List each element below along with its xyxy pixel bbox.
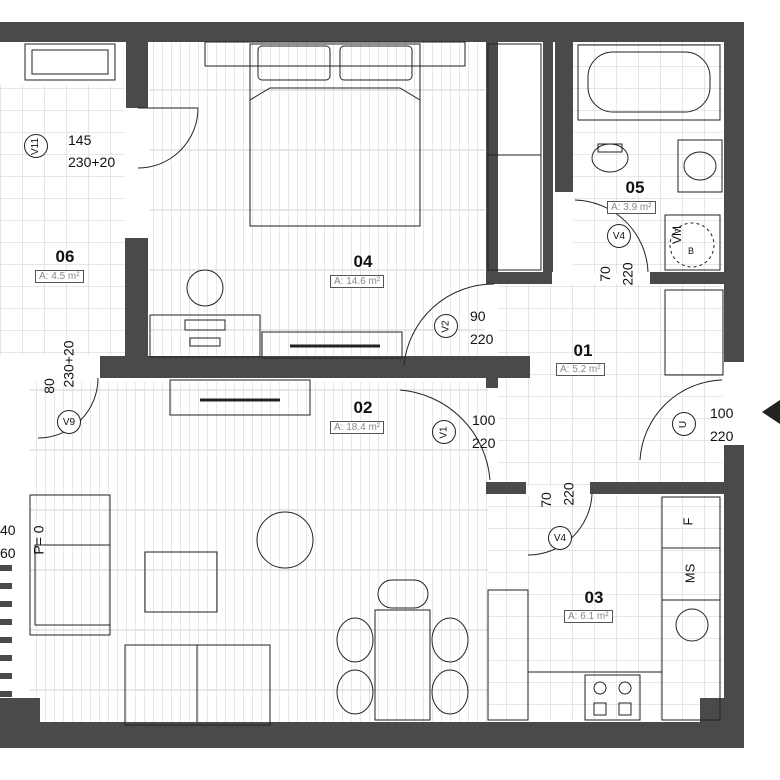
window-tag-v9: V9 (57, 410, 81, 434)
bed (204, 41, 466, 227)
dining-set (336, 579, 469, 721)
coffee-table (144, 551, 218, 613)
room-03-area: A: 6.1 m² (564, 610, 613, 623)
door-tag-v2: V2 (434, 314, 458, 338)
room-02-number: 02 (353, 398, 373, 417)
washing-machine (664, 214, 721, 271)
washing-machine-label: VM (670, 226, 684, 244)
door-v1-width: 100 (472, 412, 496, 428)
floor-02 (30, 382, 488, 722)
desk (149, 314, 261, 358)
kitchen-cabinets (661, 496, 721, 721)
kitchen-sink (675, 608, 709, 642)
door-v1-height: 220 (472, 435, 496, 451)
room-04-number: 04 (353, 252, 373, 271)
floor-04 (150, 42, 485, 362)
window-v9-height: 230+20 (60, 340, 77, 388)
walls (0, 22, 744, 748)
door-swing-u (639, 379, 723, 461)
door-v4-kitchen-width: 70 (537, 492, 554, 508)
dishwasher-label: MS (682, 563, 698, 584)
floor-06 (0, 85, 125, 355)
window-v11-width: 145 (68, 132, 92, 148)
door-v4-bath-height: 220 (619, 262, 636, 286)
door-tag-v4-kitchen: V4 (548, 526, 572, 550)
door-tag-v1: V1 (432, 420, 456, 444)
room-05-number: 05 (625, 178, 645, 197)
door-u-height: 220 (710, 428, 734, 444)
door-v2-height: 220 (470, 331, 494, 347)
door-tag-v4-bath: V4 (607, 224, 631, 248)
boiler-label: B (688, 246, 695, 256)
room-05-area: A: 3.9 m² (607, 201, 656, 214)
window-tag-v11: V11 (24, 134, 48, 158)
window-v11-height: 230+20 (68, 154, 116, 170)
door-swing-v4-bath (574, 199, 649, 273)
door-tag-u: U (672, 412, 696, 436)
door-swing-balcony (137, 107, 199, 169)
window-v9-width: 80 (40, 378, 57, 394)
door-swing-v1 (399, 389, 491, 481)
balcony-window (24, 43, 116, 81)
bath-sink (677, 139, 723, 193)
kitchen-counter (487, 589, 529, 721)
room-01-area: A: 5.2 m² (556, 363, 605, 376)
living-sideboard (169, 379, 311, 416)
room-06-area: A: 4.5 m² (35, 270, 84, 283)
lounge-chair (256, 511, 314, 569)
desk-chair (186, 269, 224, 307)
sill-height-a: 40 (0, 522, 16, 538)
room-03-number: 03 (584, 588, 604, 607)
door-swing-v4-kitchen (527, 493, 593, 556)
entrance-arrow (762, 400, 780, 424)
door-v4-kitchen-height: 220 (560, 482, 577, 506)
wardrobe (487, 43, 542, 271)
floor-01 (498, 284, 723, 486)
room-02-area: A: 18.4 m² (330, 421, 385, 434)
room-01-number: 01 (573, 341, 593, 360)
bathtub (577, 44, 721, 121)
fridge-label: F (680, 517, 696, 526)
room-04-area: A: 14.6 m² (330, 275, 385, 288)
door-v2-width: 90 (470, 308, 486, 324)
cooktop (584, 674, 641, 721)
door-v4-bath-width: 70 (596, 266, 613, 282)
balcony-railing (0, 565, 744, 697)
floor-05 (573, 42, 723, 274)
door-swing-v2 (403, 283, 495, 366)
room-06-number: 06 (55, 247, 75, 266)
parapet-label: P= 0 (30, 525, 47, 555)
sill-height-b: 60 (0, 545, 16, 561)
door-u-width: 100 (710, 405, 734, 421)
floor-03 (488, 495, 723, 720)
